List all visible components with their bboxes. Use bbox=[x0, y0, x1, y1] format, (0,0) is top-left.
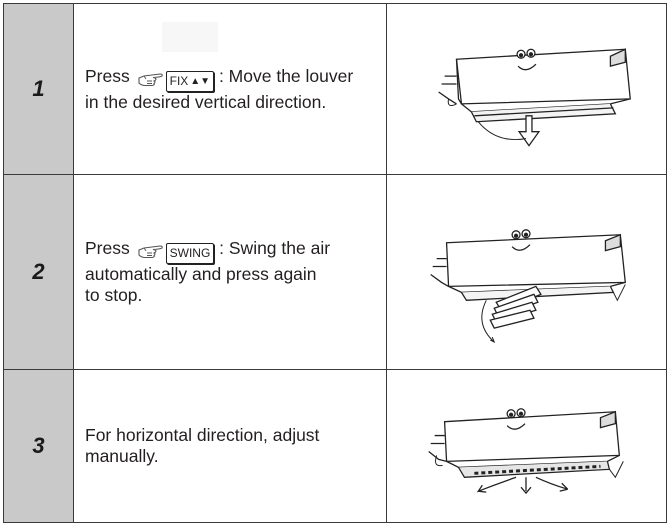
fix-button-icon: FIX▲▼ bbox=[165, 70, 215, 92]
table-row: 2 Press SWING : Swing the air automatica… bbox=[4, 174, 666, 369]
step-text: Press FIX▲▼ : Move the louver in the des… bbox=[85, 65, 354, 112]
swing-button-icon: SWING bbox=[165, 243, 215, 264]
step-text: Press SWING : Swing the air automaticall… bbox=[85, 238, 331, 305]
step-number: 2 bbox=[4, 175, 74, 369]
step-number: 1 bbox=[4, 4, 74, 174]
step-text-cell: For horizontal direction, adjust manuall… bbox=[74, 370, 387, 522]
instruction-table: 1 Press FIX▲▼ : Move the louver in the d… bbox=[3, 3, 667, 523]
table-row: 1 Press FIX▲▼ : Move the louver in the d… bbox=[4, 4, 666, 174]
air-conditioner-unit-illustration bbox=[430, 229, 627, 344]
table-row: 3 For horizontal direction, adjust manua… bbox=[4, 369, 666, 522]
faded-mark bbox=[162, 22, 218, 52]
air-conditioner-unit-illustration bbox=[438, 48, 631, 147]
step-text: For horizontal direction, adjust manuall… bbox=[85, 425, 320, 466]
pointing-hand-icon bbox=[138, 245, 163, 259]
step-text-cell: Press SWING : Swing the air automaticall… bbox=[74, 175, 387, 369]
air-conditioner-unit-illustration bbox=[428, 408, 624, 495]
unit-illustration-louver bbox=[387, 4, 666, 174]
unit-illustration-horizontal bbox=[387, 370, 666, 522]
step-number: 3 bbox=[4, 370, 74, 522]
step-text-cell: Press FIX▲▼ : Move the louver in the des… bbox=[74, 4, 387, 174]
pointing-hand-icon bbox=[138, 72, 163, 86]
unit-illustration-swing bbox=[387, 175, 666, 369]
